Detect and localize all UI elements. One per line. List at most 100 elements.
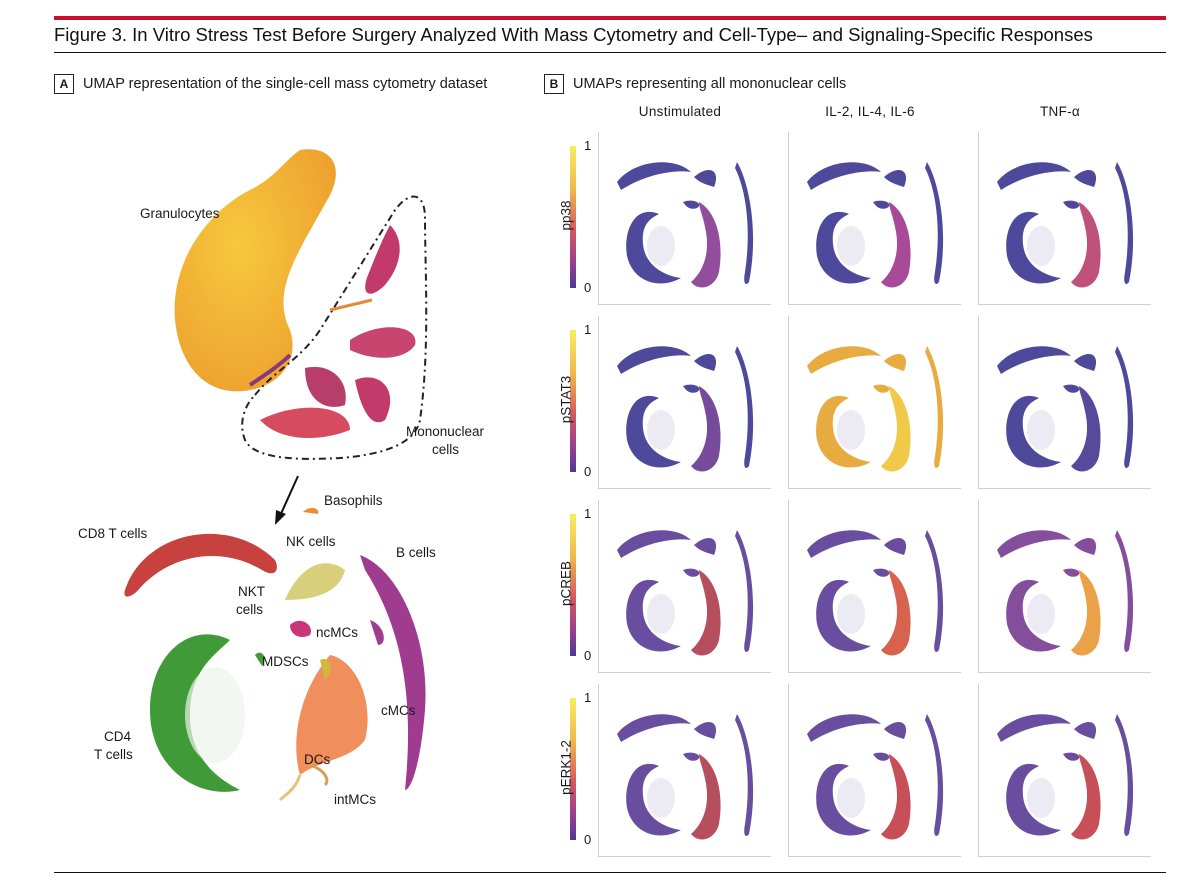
umap-small-blob (884, 721, 907, 739)
umap-small-blob (694, 169, 717, 187)
umap-tail (1071, 202, 1101, 288)
colorbar-min-label: 0 (584, 464, 592, 479)
umap-c-shape (626, 763, 681, 836)
umap-tick-mark (683, 752, 700, 761)
panel-a-header: A UMAP representation of the single-cell… (54, 74, 487, 94)
umap-cell-1-0 (598, 316, 771, 489)
label-mononuclear-1: Mononuclear (406, 424, 485, 439)
umap-core (1027, 778, 1055, 818)
umap-plot (997, 346, 1134, 472)
umap-tick-mark (1063, 384, 1080, 393)
umap-upper-arc (617, 346, 691, 374)
row-label-pstat3: pSTAT3 (558, 375, 574, 424)
umap-tick-mark (1063, 752, 1080, 761)
colorbar-max-label: 1 (584, 322, 592, 337)
umap-cell-2-2 (978, 500, 1151, 673)
umap-right-arc (1115, 714, 1134, 836)
label-mdscs: MDSCs (262, 654, 309, 669)
colorbar-max-label: 1 (584, 506, 592, 521)
colorbar-min-label: 0 (584, 280, 592, 295)
label-cd8: CD8 T cells (78, 526, 148, 541)
umap-plot (807, 346, 944, 472)
umap-c-shape (816, 763, 871, 836)
umap-tick-mark (873, 384, 890, 393)
umap-tail (1071, 754, 1101, 840)
ncmcs-cluster (290, 620, 311, 637)
colorbar-min-label: 0 (584, 832, 592, 847)
umap-c-shape (626, 579, 681, 652)
umap-upper-arc (807, 346, 881, 374)
umap-plot (807, 162, 944, 288)
umap-c-shape (1006, 579, 1061, 652)
column-header-il: IL-2, IL-4, IL-6 (825, 104, 915, 119)
umap-tick-mark (683, 384, 700, 393)
umap-tail (691, 202, 721, 288)
cd8-cluster (124, 533, 277, 597)
nk-cluster (285, 563, 345, 600)
umap-cell-3-1 (788, 684, 961, 857)
umap-core (837, 778, 865, 818)
umap-cell-0-0 (598, 132, 771, 305)
row-label-pp38: pp38 (558, 200, 574, 231)
colorbar-0 (570, 146, 576, 288)
panel-a-umap (124, 149, 428, 802)
umap-right-arc (735, 162, 754, 284)
umap-c-shape (1006, 763, 1061, 836)
umap-right-arc (735, 346, 754, 468)
column-header-tnf: TNF-α (1039, 104, 1081, 119)
umap-small-blob (694, 537, 717, 555)
umap-small-blob (884, 537, 907, 555)
colorbar-max-label: 1 (584, 690, 592, 705)
umap-small-blob (694, 721, 717, 739)
umap-cell-3-2 (978, 684, 1151, 857)
umap-plot (617, 346, 754, 472)
umap-tick-mark (873, 200, 890, 209)
umap-c-shape (1006, 395, 1061, 468)
colorbar-max-label: 1 (584, 138, 592, 153)
intmcs-cluster (278, 774, 302, 802)
panel-b-title: UMAPs representing all mononuclear cells (573, 76, 847, 92)
label-granulocytes: Granulocytes (140, 206, 220, 221)
umap-cell-0-1 (788, 132, 961, 305)
umap-right-arc (1115, 346, 1134, 468)
umap-core (837, 594, 865, 634)
umap-core (1027, 410, 1055, 450)
basophils-cluster (303, 507, 319, 514)
panel-a-letter: A (54, 74, 74, 94)
umap-upper-arc (617, 714, 691, 742)
umap-upper-arc (997, 530, 1071, 558)
umap-upper-arc (997, 346, 1071, 374)
umap-tail (1071, 386, 1101, 472)
label-dcs: DCs (304, 752, 331, 767)
colorbar-2 (570, 514, 576, 656)
umap-core (647, 778, 675, 818)
umap-tick-mark (1063, 568, 1080, 577)
umap-plot (617, 530, 754, 656)
umap-upper-arc (997, 714, 1071, 742)
umap-cell-1-1 (788, 316, 961, 489)
umap-tail (881, 570, 911, 656)
umap-core (647, 594, 675, 634)
b-cluster (360, 555, 426, 790)
figure-title: Figure 3. In Vitro Stress Test Before Su… (54, 24, 1093, 45)
panel-a-title: UMAP representation of the single-cell m… (83, 76, 488, 92)
umap-upper-arc (807, 162, 881, 190)
umap-tail (691, 570, 721, 656)
umap-plot (997, 530, 1134, 656)
umap-plot (807, 530, 944, 656)
umap-small-blob (884, 169, 907, 187)
dcs-cluster (309, 763, 329, 787)
colorbar-min-label: 0 (584, 648, 592, 663)
label-mononuclear-2: cells (432, 442, 460, 457)
bottom-rule (54, 872, 1166, 873)
umap-plot (617, 714, 754, 840)
umap-tick-mark (1063, 200, 1080, 209)
umap-core (647, 410, 675, 450)
umap-right-arc (925, 162, 944, 284)
umap-plot (997, 714, 1134, 840)
row-label-perk1-2: pERK1-2 (558, 740, 574, 795)
umap-cell-1-2 (978, 316, 1151, 489)
umap-tail (691, 386, 721, 472)
label-basophils: Basophils (324, 493, 383, 508)
umap-plot (807, 714, 944, 840)
